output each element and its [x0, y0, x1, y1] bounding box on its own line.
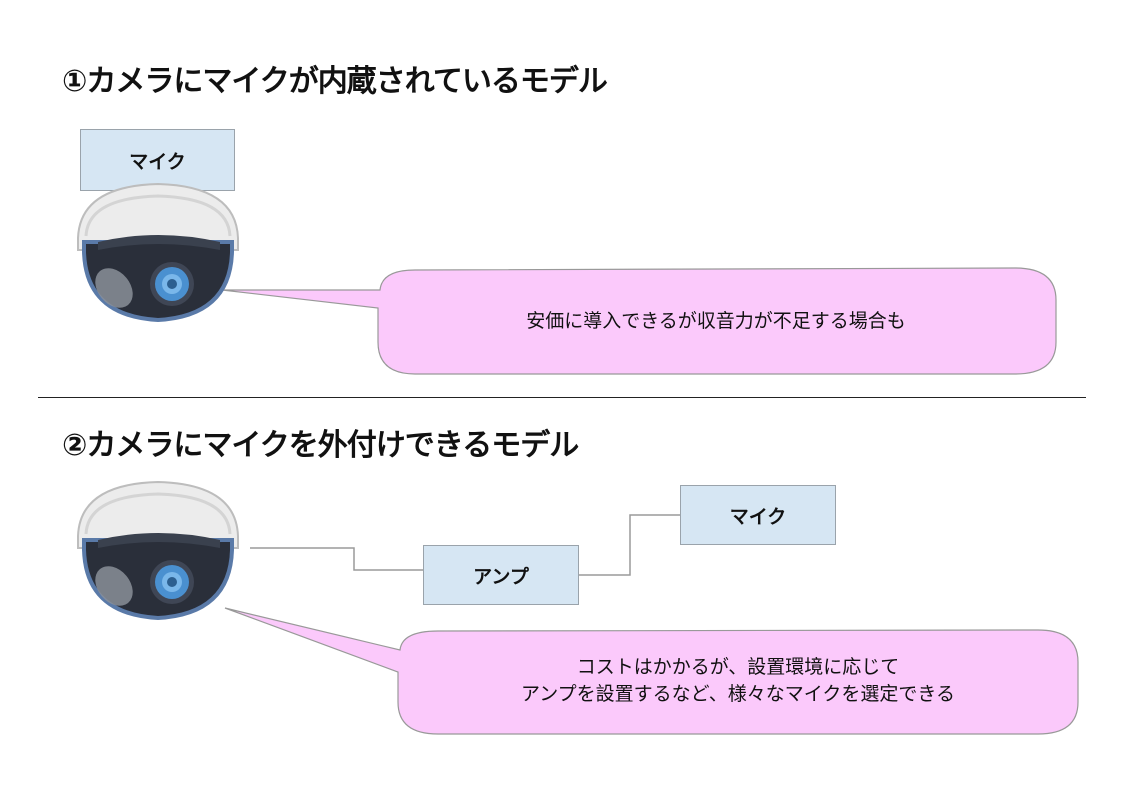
dome-camera-icon — [77, 480, 239, 620]
external-mic-label: マイク — [729, 505, 787, 528]
section-divider — [38, 397, 1086, 398]
built-in-mic-label: マイク — [129, 150, 186, 173]
dome-camera-icon — [77, 182, 239, 322]
section1-heading: ①カメラにマイクが内蔵されているモデル — [62, 64, 608, 99]
amplifier-label: アンプ — [473, 565, 529, 588]
built-in-mic-box: マイク — [80, 129, 235, 191]
speech-bubble-2-line-2: アンプを設置するなど、様々なマイクを選定できる — [521, 683, 955, 705]
external-mic-box: マイク — [680, 485, 836, 545]
speech-bubble-1-text: 安価に導入できるが収音力が不足する場合も — [526, 310, 906, 332]
speech-bubble-2-text: コストはかかるが、設置環境に応じて アンプを設置するなど、様々なマイクを選定でき… — [400, 654, 1076, 708]
speech-bubble-2-line-1: コストはかかるが、設置環境に応じて — [576, 656, 900, 678]
amplifier-box: アンプ — [423, 545, 579, 605]
section2-heading: ②カメラにマイクを外付けできるモデル — [62, 428, 579, 463]
